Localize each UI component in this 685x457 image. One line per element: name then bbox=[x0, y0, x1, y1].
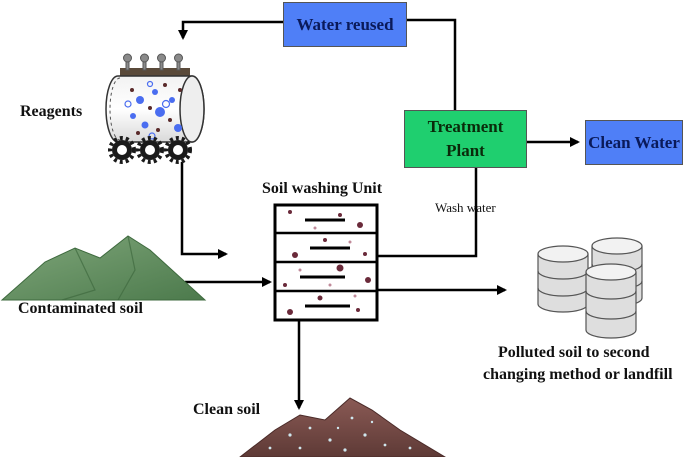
soil-washing-unit-icon bbox=[273, 203, 379, 322]
reagents-label: Reagents bbox=[20, 103, 83, 120]
treatment-plant-box: Treatment Plant bbox=[404, 110, 527, 168]
polluted-soil-drums-icon bbox=[537, 237, 643, 339]
contaminated-soil-label: Contaminated soil bbox=[18, 300, 143, 317]
treatment-plant-label-line1: Treatment bbox=[427, 117, 504, 136]
treatment-plant-label-line2: Plant bbox=[446, 141, 485, 160]
clean-water-label: Clean Water bbox=[588, 132, 680, 152]
water-reused-label: Water reused bbox=[296, 14, 394, 34]
soil-washing-unit-label: Soil washing Unit bbox=[262, 180, 383, 197]
clean-soil-label: Clean soil bbox=[193, 401, 261, 418]
wash-water-label: Wash water bbox=[435, 200, 496, 215]
reagent-tank-icon bbox=[105, 53, 205, 164]
clean-soil-pile-icon bbox=[239, 397, 446, 457]
polluted-soil-label-line1: Polluted soil to second bbox=[498, 344, 650, 361]
polluted-soil-label-line2: changing method or landfill bbox=[483, 366, 673, 383]
arrow-reagents-to-washing-unit bbox=[180, 162, 228, 259]
contaminated-soil-mountain-icon bbox=[0, 235, 207, 301]
line-treatment-to-water-reused bbox=[407, 18, 457, 110]
arrow-water-reused-to-reagents bbox=[178, 20, 283, 40]
clean-water-box: Clean Water bbox=[585, 120, 683, 165]
line-wash-water bbox=[378, 168, 478, 258]
water-reused-box: Water reused bbox=[283, 2, 407, 47]
